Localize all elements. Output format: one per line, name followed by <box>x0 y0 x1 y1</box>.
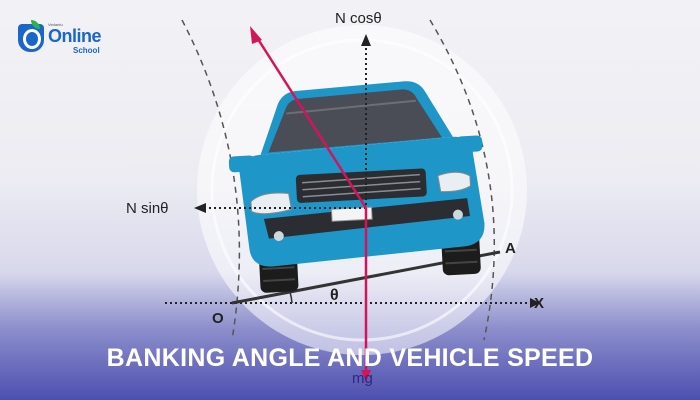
windshield <box>268 89 442 153</box>
windshield-reflection <box>286 99 417 115</box>
right-road-curve <box>429 19 495 341</box>
logo-word: Online <box>48 26 102 46</box>
weight-arrowhead-icon <box>361 370 371 382</box>
right-foglight <box>452 209 463 220</box>
grille-slats <box>302 173 421 198</box>
n-sin-label: N sinθ <box>126 200 169 217</box>
logo-badge-icon <box>18 24 44 52</box>
point-a-label: A <box>505 240 516 257</box>
page-title: BANKING ANGLE AND VEHICLE SPEED <box>106 344 594 372</box>
angle-arc <box>289 291 293 304</box>
car <box>228 81 485 293</box>
n-cos-label: N cosθ <box>335 10 382 27</box>
number-plate <box>330 206 373 222</box>
left-headlight <box>250 192 293 215</box>
right-headlight <box>437 171 471 193</box>
normal-force-arrowhead-icon <box>250 26 262 44</box>
logo-sub: School <box>73 46 100 55</box>
left-foglight <box>273 231 284 242</box>
logo-leaf-icon <box>31 20 40 29</box>
point-o-label: O <box>212 310 224 327</box>
x-arrowhead-icon <box>530 298 540 308</box>
brand-logo: Vedantu Online School <box>18 20 118 56</box>
point-x-label: X <box>534 295 545 312</box>
normal-force-arrow <box>254 35 368 209</box>
glow-ring <box>210 38 514 342</box>
logo-tagline: Vedantu <box>48 22 63 27</box>
theta-label: θ <box>330 287 339 304</box>
mg-label: mg <box>352 370 373 387</box>
n-cos-arrowhead-icon <box>361 34 371 46</box>
n-sin-arrowhead-icon <box>194 203 206 213</box>
